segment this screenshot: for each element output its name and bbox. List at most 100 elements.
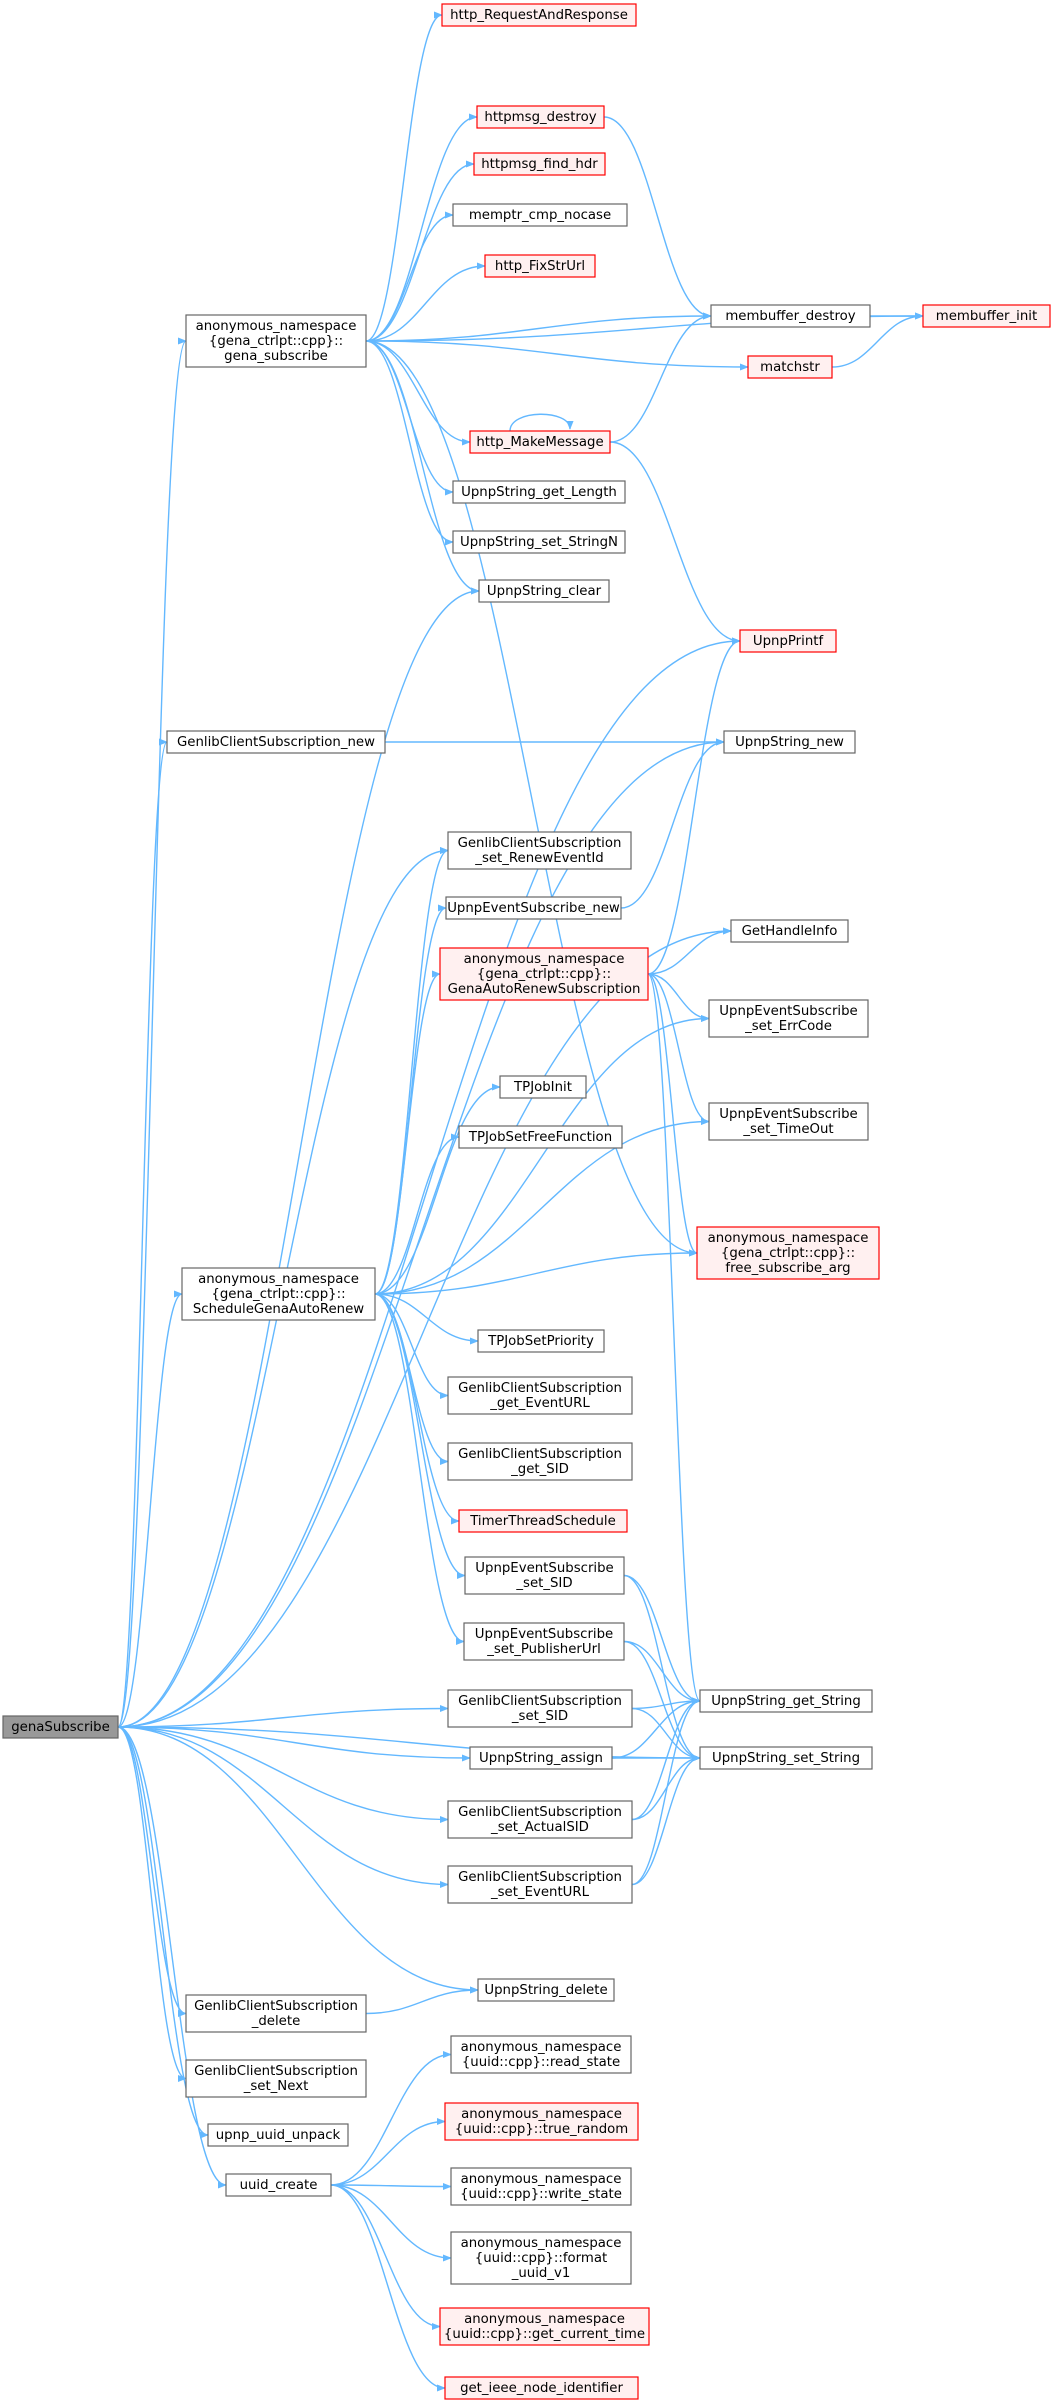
edge-genaSubscribe-to-UpnpString_assign: [117, 1726, 471, 1762]
node-UpnpString_new[interactable]: UpnpString_new: [723, 730, 856, 754]
node-UpnpString_get_String[interactable]: UpnpString_get_String: [699, 1689, 873, 1713]
node-membuffer_destroy[interactable]: membuffer_destroy: [710, 304, 871, 328]
node-UES_set_TimeOut[interactable]: UpnpEventSubscribe_set_TimeOut: [708, 1102, 869, 1141]
node-GCS_set_Next[interactable]: GenlibClientSubscription_set_Next: [185, 2059, 367, 2098]
node-matchstr[interactable]: matchstr: [747, 355, 833, 379]
node-free_subscribe_arg[interactable]: anonymous_namespace{gena_ctrlpt::cpp}::f…: [696, 1226, 880, 1280]
node-ScheduleGenaAutoRenew[interactable]: anonymous_namespace{gena_ctrlpt::cpp}::S…: [181, 1267, 376, 1321]
node-label: UpnpString_new: [735, 735, 844, 750]
node-UpnpString_get_Length[interactable]: UpnpString_get_Length: [452, 480, 626, 504]
node-box: [484, 254, 596, 278]
edge-genaSubscribe-to-upnp_uuid_unpack: [117, 1726, 209, 2139]
edge-genaSubscribe-to-GCS_delete: [117, 1726, 187, 2018]
node-GCS_delete[interactable]: GenlibClientSubscription_delete: [185, 1994, 367, 2033]
node-UpnpPrintf[interactable]: UpnpPrintf: [739, 629, 837, 653]
node-http_RequestAndResponse[interactable]: http_RequestAndResponse: [441, 3, 637, 27]
edge-uuid_create-to-read_state: [330, 2050, 452, 2186]
edge-genaSubscribe-to-GenlibClientSubscription_new: [117, 738, 168, 1728]
node-label: TPJobSetPriority: [487, 1334, 594, 1349]
edge-genaSubscribe-to-UpnpString_clear: [117, 587, 480, 1728]
node-TPJobSetPriority[interactable]: TPJobSetPriority: [477, 1329, 605, 1353]
node-label: http_FixStrUrl: [495, 259, 585, 274]
node-UES_set_PublisherUrl[interactable]: UpnpEventSubscribe_set_PublisherUrl: [463, 1622, 625, 1661]
node-UES_set_ErrCode[interactable]: UpnpEventSubscribe_set_ErrCode: [708, 999, 869, 1038]
node-GCS_set_ActualSID[interactable]: GenlibClientSubscription_set_ActualSID: [447, 1800, 633, 1839]
node-box: [469, 430, 611, 454]
node-box: [452, 203, 628, 227]
edge-uuid_create-to-get_ieee_node_identifier: [330, 2184, 446, 2392]
node-label: _set_SID: [515, 1576, 572, 1591]
node-label: anonymous_namespace: [464, 952, 625, 967]
edge-uuid_create-to-write_state: [330, 2182, 452, 2191]
node-label: memptr_cmp_nocase: [469, 208, 611, 223]
node-label: free_subscribe_arg: [725, 1261, 850, 1276]
edge-ScheduleGenaAutoRenew-to-TimerThreadSchedule: [374, 1293, 460, 1525]
node-format_uuid_v1[interactable]: anonymous_namespace{uuid::cpp}::format_u…: [450, 2231, 632, 2285]
node-GCS_get_SID[interactable]: GenlibClientSubscription_get_SID: [447, 1442, 633, 1481]
node-label: {gena_ctrlpt::cpp}::: [211, 1287, 345, 1302]
node-GenaAutoRenewSubscription[interactable]: anonymous_namespace{gena_ctrlpt::cpp}::G…: [439, 947, 649, 1001]
node-label: _set_TimeOut: [742, 1122, 833, 1137]
node-GenlibClientSubscription_new[interactable]: GenlibClientSubscription_new: [166, 730, 386, 754]
node-TPJobInit[interactable]: TPJobInit: [499, 1075, 587, 1099]
edge-GCS_delete-to-UpnpString_delete: [365, 1986, 479, 2015]
node-UpnpString_assign[interactable]: UpnpString_assign: [469, 1746, 613, 1770]
node-GetHandleInfo[interactable]: GetHandleInfo: [730, 919, 849, 943]
edge-GenaAutoRenewSubscription-to-GetHandleInfo: [647, 927, 732, 975]
node-box: [450, 2167, 632, 2206]
node-box: [499, 1075, 587, 1099]
node-label: membuffer_init: [936, 309, 1037, 324]
node-label: _set_ActualSID: [490, 1820, 589, 1835]
node-true_random[interactable]: anonymous_namespace{uuid::cpp}::true_ran…: [444, 2102, 639, 2141]
node-write_state[interactable]: anonymous_namespace{uuid::cpp}::write_st…: [450, 2167, 632, 2206]
edge-UpnpString_assign-to-UpnpString_get_String: [611, 1697, 701, 1759]
edge-gena_subscribe-to-UpnpString_clear: [365, 340, 480, 595]
edge-UES_set_PublisherUrl-to-UpnpString_set_String: [623, 1640, 701, 1762]
node-GCS_set_RenewEventId[interactable]: GenlibClientSubscription_set_RenewEventI…: [447, 831, 632, 870]
node-UpnpString_set_String[interactable]: UpnpString_set_String: [699, 1746, 873, 1770]
node-UpnpEventSubscribe_new[interactable]: UpnpEventSubscribe_new: [445, 896, 622, 920]
node-get_ieee_node_identifier[interactable]: get_ieee_node_identifier: [444, 2376, 639, 2400]
node-box: [447, 1800, 633, 1839]
node-label: UpnpPrintf: [753, 634, 824, 649]
node-TPJobSetFreeFunction[interactable]: TPJobSetFreeFunction: [458, 1125, 623, 1149]
node-get_current_time[interactable]: anonymous_namespace{uuid::cpp}::get_curr…: [439, 2307, 650, 2346]
edge-genaSubscribe-to-UpnpString_delete: [117, 1726, 479, 1994]
edge-genaSubscribe-to-UpnpPrintf: [117, 637, 741, 1728]
edge-GCS_set_ActualSID-to-UpnpString_set_String: [631, 1754, 701, 1821]
node-label: httpmsg_destroy: [484, 110, 596, 125]
node-http_MakeMessage[interactable]: http_MakeMessage: [469, 430, 611, 454]
node-GCS_set_SID[interactable]: GenlibClientSubscription_set_SID: [447, 1689, 633, 1728]
node-memptr_cmp_nocase[interactable]: memptr_cmp_nocase: [452, 203, 628, 227]
node-box: [922, 304, 1051, 328]
node-label: GenlibClientSubscription: [458, 1447, 622, 1462]
node-label: TPJobSetFreeFunction: [468, 1130, 612, 1145]
node-genaSubscribe[interactable]: genaSubscribe: [2, 1715, 119, 1739]
node-gena_subscribe[interactable]: anonymous_namespace{gena_ctrlpt::cpp}::g…: [185, 314, 367, 368]
node-label: GenlibClientSubscription: [458, 1870, 622, 1885]
node-box: [708, 999, 869, 1038]
node-label: http_RequestAndResponse: [450, 8, 628, 23]
node-GCS_get_EventURL[interactable]: GenlibClientSubscription_get_EventURL: [447, 1376, 633, 1415]
node-UpnpString_delete[interactable]: UpnpString_delete: [477, 1978, 615, 2002]
node-GCS_set_EventURL[interactable]: GenlibClientSubscription_set_EventURL: [447, 1865, 633, 1904]
node-read_state[interactable]: anonymous_namespace{uuid::cpp}::read_sta…: [450, 2035, 632, 2074]
node-http_FixStrUrl[interactable]: http_FixStrUrl: [484, 254, 596, 278]
node-UpnpString_set_StringN[interactable]: UpnpString_set_StringN: [452, 530, 626, 554]
node-UES_set_SID[interactable]: UpnpEventSubscribe_set_SID: [464, 1556, 625, 1595]
edge-gena_subscribe-to-matchstr: [365, 340, 749, 371]
node-UpnpString_clear[interactable]: UpnpString_clear: [478, 579, 610, 603]
node-TimerThreadSchedule[interactable]: TimerThreadSchedule: [458, 1509, 628, 1533]
node-httpmsg_destroy[interactable]: httpmsg_destroy: [476, 105, 605, 129]
edge-genaSubscribe-to-GCS_set_SID: [117, 1704, 449, 1728]
node-label: {gena_ctrlpt::cpp}::: [721, 1246, 855, 1261]
node-label: {uuid::cpp}::read_state: [462, 2055, 620, 2070]
node-uuid_create[interactable]: uuid_create: [225, 2173, 332, 2197]
node-label: GenlibClientSubscription: [458, 836, 622, 851]
node-httpmsg_find_hdr[interactable]: httpmsg_find_hdr: [473, 152, 606, 176]
node-box: [447, 1376, 633, 1415]
node-upnp_uuid_unpack[interactable]: upnp_uuid_unpack: [207, 2123, 349, 2147]
node-membuffer_init[interactable]: membuffer_init: [922, 304, 1051, 328]
node-box: [696, 1226, 880, 1280]
node-box: [447, 1865, 633, 1904]
